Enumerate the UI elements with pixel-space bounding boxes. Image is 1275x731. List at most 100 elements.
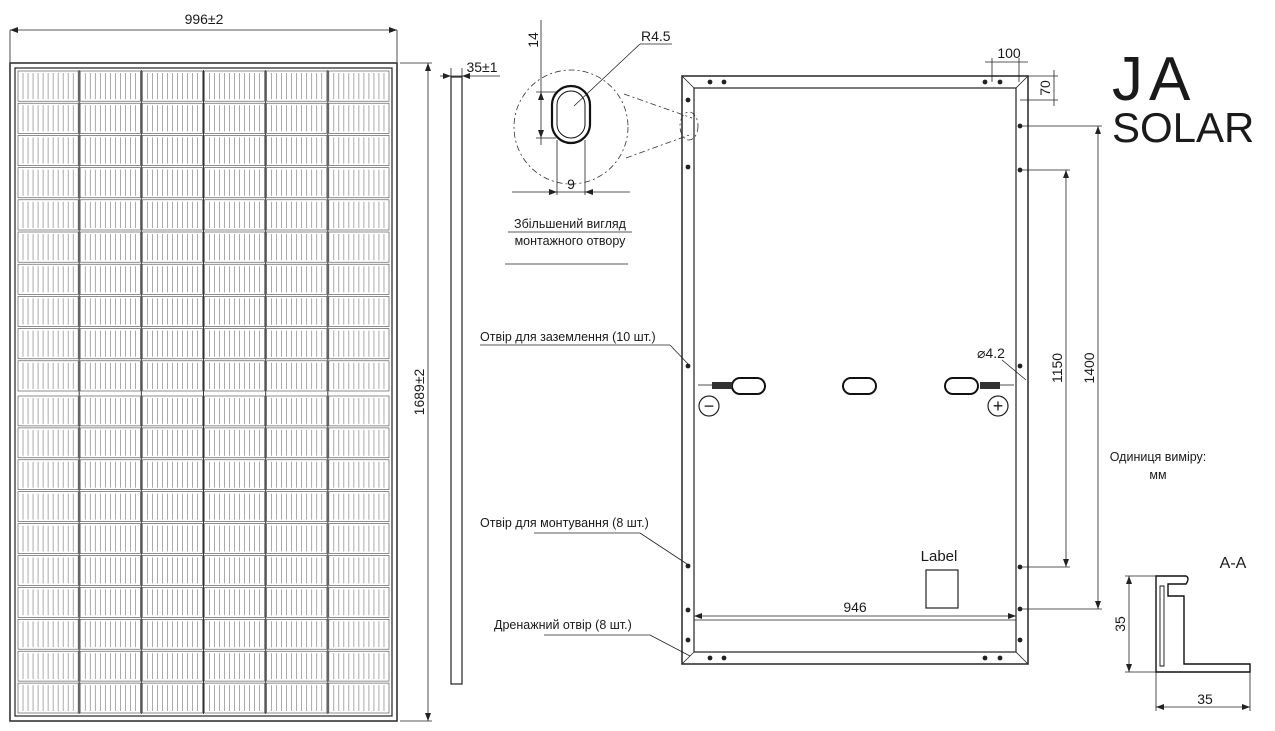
section-height-arrow-top [1126, 576, 1132, 584]
detail-slot-outline [550, 84, 592, 145]
connector-right [980, 382, 1014, 389]
frame-hole [685, 563, 691, 569]
plus-symbol: + [993, 396, 1004, 416]
section-width-arrow-left [1156, 704, 1164, 710]
height-arrow-bottom [425, 713, 431, 721]
panel-frame-outer [9, 62, 398, 722]
frame-hole [721, 79, 727, 85]
frame-hole [685, 164, 691, 170]
front-height-label: 1689±2 [411, 368, 427, 415]
zoom-line-bottom [625, 133, 693, 159]
zoom-line-top [623, 93, 693, 119]
plus-terminal-icon [987, 395, 1009, 417]
side-arrow-left [443, 73, 451, 79]
frame-hole [1017, 363, 1023, 369]
section-profile [1155, 575, 1251, 673]
detail-height-label: 14 [525, 32, 541, 48]
ground-hole-diameter: ⌀4.2 [977, 345, 1005, 361]
minus-terminal-icon [698, 395, 720, 417]
units-line1: Одиниця виміру: [1110, 450, 1207, 464]
width-arrow-left [10, 27, 18, 33]
radius-leader [573, 43, 641, 107]
corner-label: 70 [1037, 80, 1053, 96]
drainage-callout: Дренажний отвір (8 шт.) [494, 618, 632, 632]
detail-width-label: 9 [567, 176, 575, 192]
inner-arrow-top [1063, 170, 1069, 178]
drainage-callout-leader [649, 634, 691, 657]
back-frame-inner [693, 87, 1017, 653]
detail-width-arrow-left [549, 189, 557, 195]
solar-cell-grid [17, 70, 390, 714]
frame-holes [685, 79, 1023, 661]
frame-hole [997, 79, 1003, 85]
bottom-width-arrow-right [1008, 613, 1016, 619]
height-arrow-top [425, 63, 431, 71]
diameter-leader [1001, 359, 1027, 381]
bottom-width-label: 946 [843, 599, 867, 615]
frame-hole [721, 655, 727, 661]
junction-box-left [731, 377, 766, 395]
zoom-target [679, 111, 699, 141]
detail-caption-line2: монтажного отвору [515, 234, 627, 248]
connector-left [698, 382, 732, 389]
bottom-width-arrow-left [694, 613, 702, 619]
side-profile [450, 76, 463, 685]
side-view: 35±1 [440, 59, 500, 685]
section-profile-inner [1159, 585, 1165, 667]
section-title: A-A [1220, 555, 1247, 572]
side-thickness-label: 35±1 [466, 59, 497, 75]
corner-tl [681, 75, 695, 89]
outer-arrow-bottom [1095, 601, 1101, 609]
section-a-a: A-A 35 35 [1112, 555, 1251, 711]
frame-hole [685, 97, 691, 103]
section-height-arrow-bottom [1126, 664, 1132, 672]
section-width-label: 35 [1197, 691, 1213, 707]
frame-hole [1017, 637, 1023, 643]
units-line2: мм [1149, 468, 1166, 482]
detail-width-arrow-right [585, 189, 593, 195]
logo-solar: SOLAR [1112, 104, 1254, 151]
back-frame-outer [681, 75, 1029, 665]
frame-hole [685, 607, 691, 613]
inner-arrow-bottom [1063, 559, 1069, 567]
detail-height-arrow-bottom [538, 130, 544, 138]
width-arrow-right [389, 27, 397, 33]
junction-box-center [842, 377, 877, 395]
label-box [925, 569, 959, 609]
inner-spacing-label: 1150 [1049, 353, 1065, 383]
label-box-text: Label [921, 548, 958, 565]
corner-br [1015, 651, 1029, 665]
frame-hole [707, 79, 713, 85]
detail-radius-label: R4.5 [641, 28, 671, 44]
grounding-callout: Отвір для заземлення (10 шт.) [480, 330, 656, 344]
frame-hole [982, 79, 988, 85]
junction-box-right [944, 377, 979, 395]
ja-solar-logo: JA SOLAR [1112, 45, 1254, 151]
panel-frame-inner [14, 67, 393, 717]
outer-arrow-top [1095, 126, 1101, 134]
grounding-callout-leader [669, 344, 691, 367]
mounting-callout: Отвір для монтування (8 шт.) [480, 516, 649, 530]
frame-hole [707, 655, 713, 661]
front-width-label: 996±2 [185, 11, 224, 27]
mounting-hole-detail: R4.5 14 9 Збільшений вигляд монтажного о… [505, 20, 699, 265]
frame-hole [997, 655, 1003, 661]
detail-slot-inner [556, 90, 586, 139]
detail-caption-line1: Збільшений вигляд [514, 217, 627, 231]
outer-spacing-label: 1400 [1081, 352, 1097, 383]
mounting-callout-leader [639, 532, 691, 567]
top-offset-label: 100 [997, 45, 1021, 61]
section-width-arrow-right [1242, 704, 1250, 710]
frame-hole [982, 655, 988, 661]
section-height-label: 35 [1112, 616, 1128, 632]
corner-tr [1015, 75, 1029, 89]
frame-hole [685, 637, 691, 643]
back-view: − + Label 946 100 70 1150 1400 ⌀ [681, 45, 1102, 665]
side-arrow-right [462, 73, 470, 79]
detail-height-arrow-top [538, 92, 544, 100]
detail-circle [513, 69, 629, 185]
logo-ja: JA [1112, 45, 1196, 114]
minus-symbol: − [704, 396, 715, 416]
